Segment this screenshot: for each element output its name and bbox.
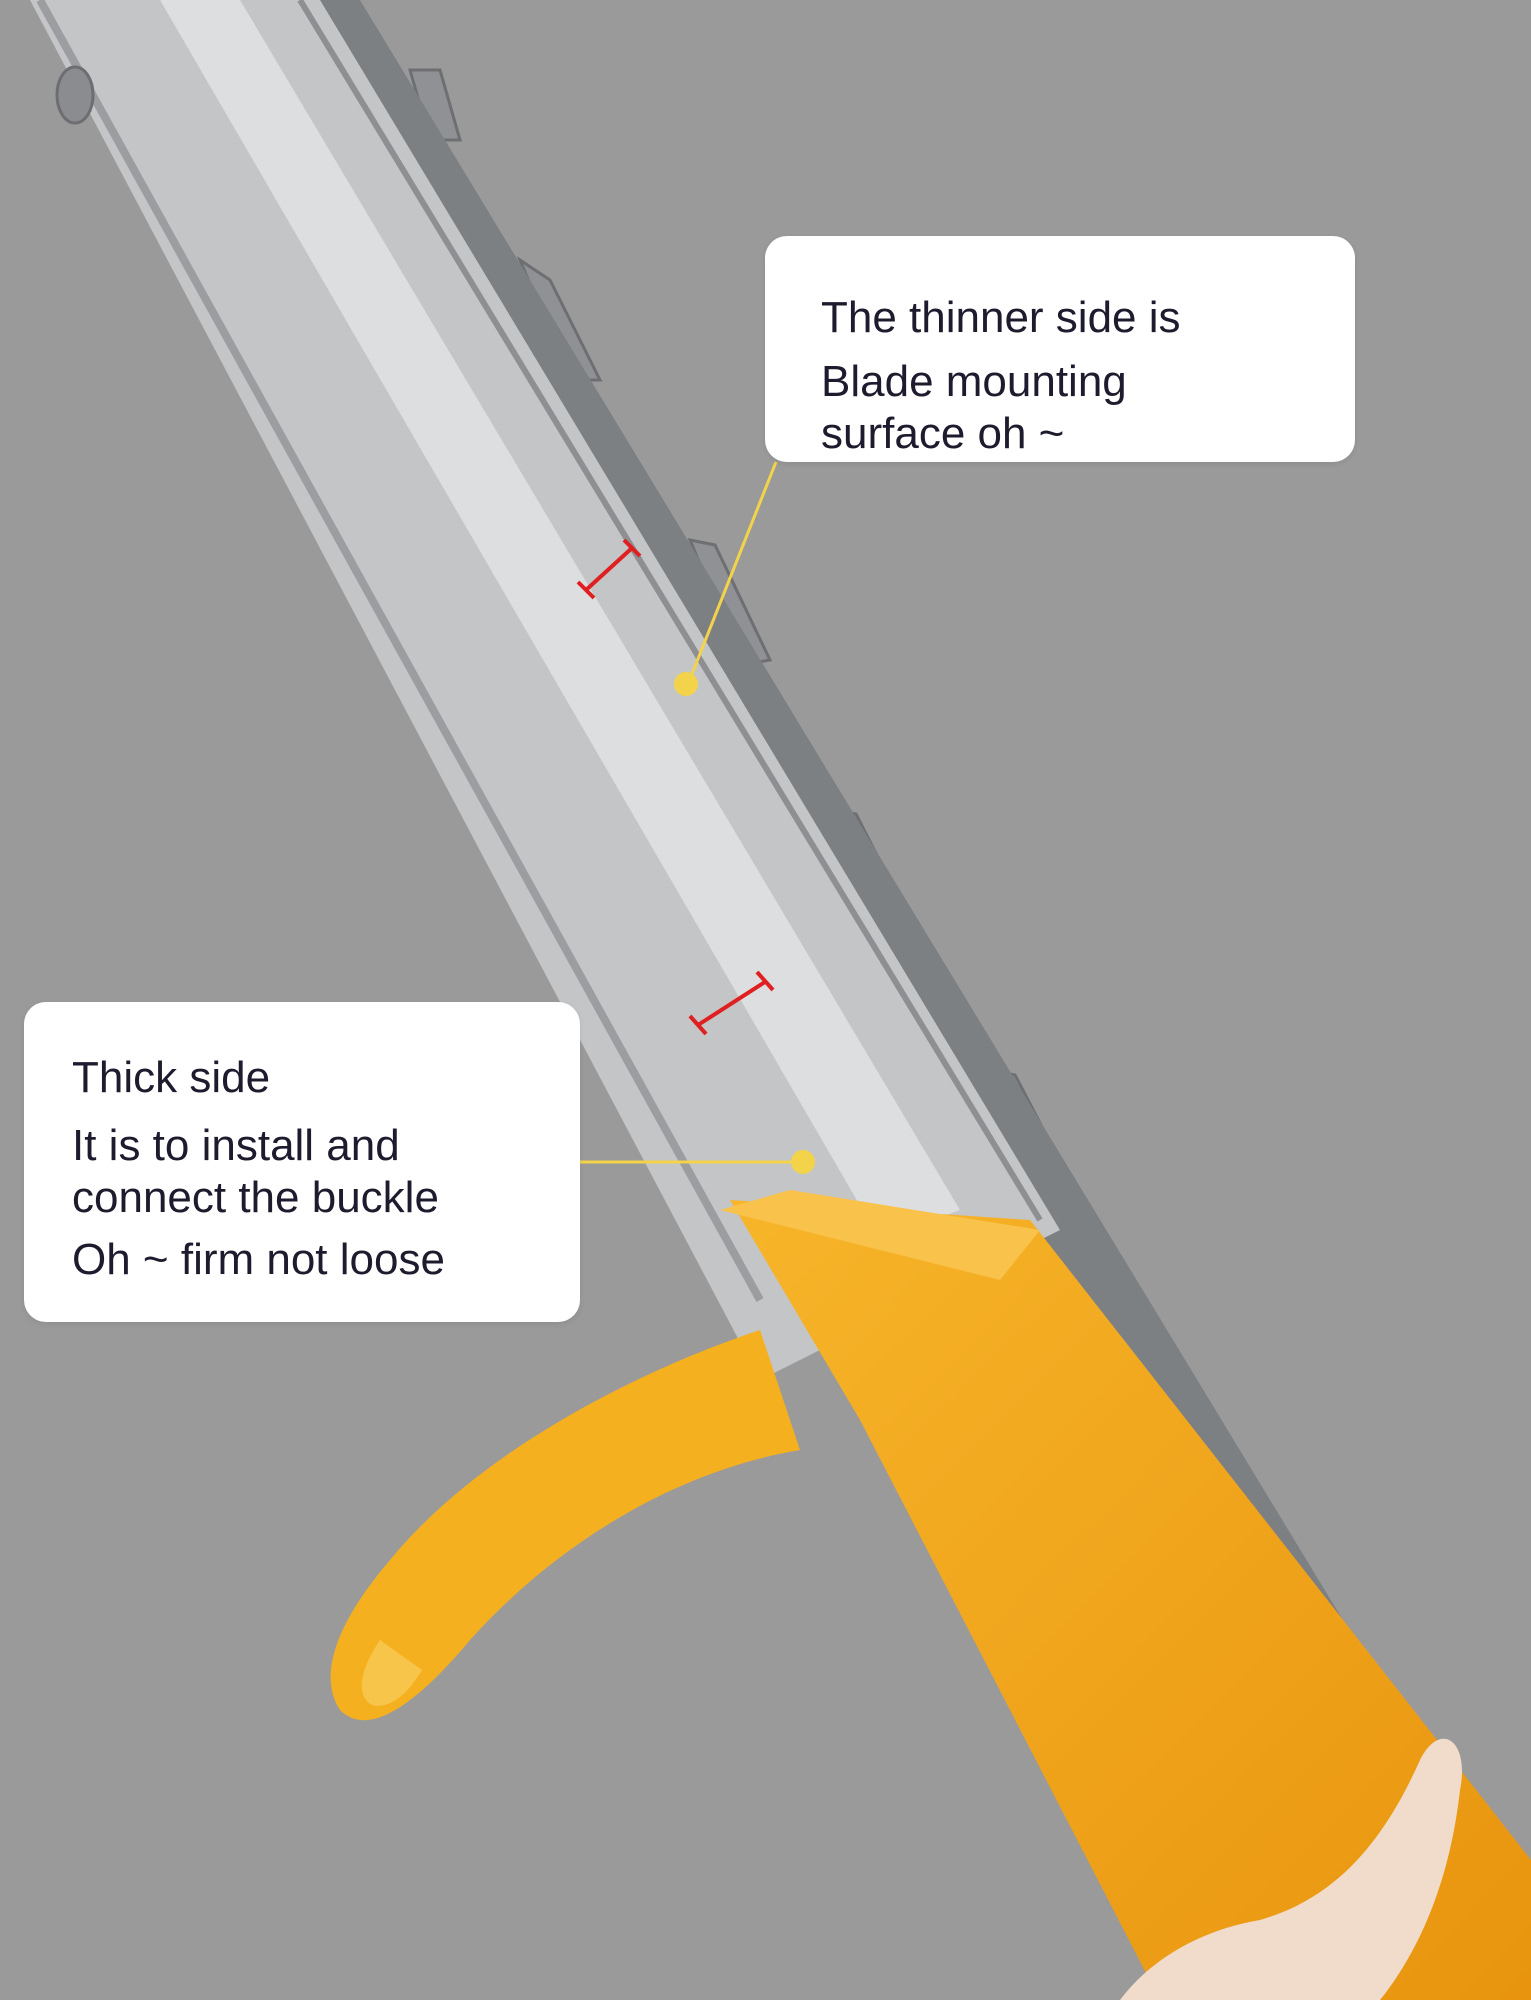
bottom-callout-leader	[580, 1150, 815, 1174]
top-callout-leader	[674, 461, 778, 696]
thick-side-callout-line-3: connect the buckle	[72, 1172, 439, 1222]
yellow-handle	[330, 1190, 1531, 2000]
hand	[1120, 1738, 1462, 2000]
rail-highlight	[160, 0, 960, 1240]
thick-side-callout-line-2: It is to install and	[72, 1120, 400, 1170]
rail-groove	[297, 0, 1043, 1222]
thick-side-callout-line-4: Oh ~ firm not loose	[72, 1234, 445, 1284]
thin-side-callout: The thinner side is Blade mounting surfa…	[765, 236, 1355, 462]
thin-side-callout-line-3: surface oh ~	[821, 408, 1065, 458]
thin-side-callout-line-1: The thinner side is	[821, 293, 1181, 342]
top-callout-dot-icon	[674, 672, 698, 696]
bottom-callout-dot-icon	[791, 1150, 815, 1174]
thin-side-dimension-marker	[576, 538, 642, 600]
rail-edge	[36, 0, 764, 1302]
thick-side-callout-line-1: Thick side	[72, 1053, 271, 1102]
thick-side-callout: Thick side It is to install and connect …	[24, 1002, 580, 1322]
thick-side-dimension-marker	[688, 970, 775, 1036]
rail-screw	[55, 65, 95, 125]
thin-side-callout-line-2: Blade mounting	[821, 356, 1127, 406]
